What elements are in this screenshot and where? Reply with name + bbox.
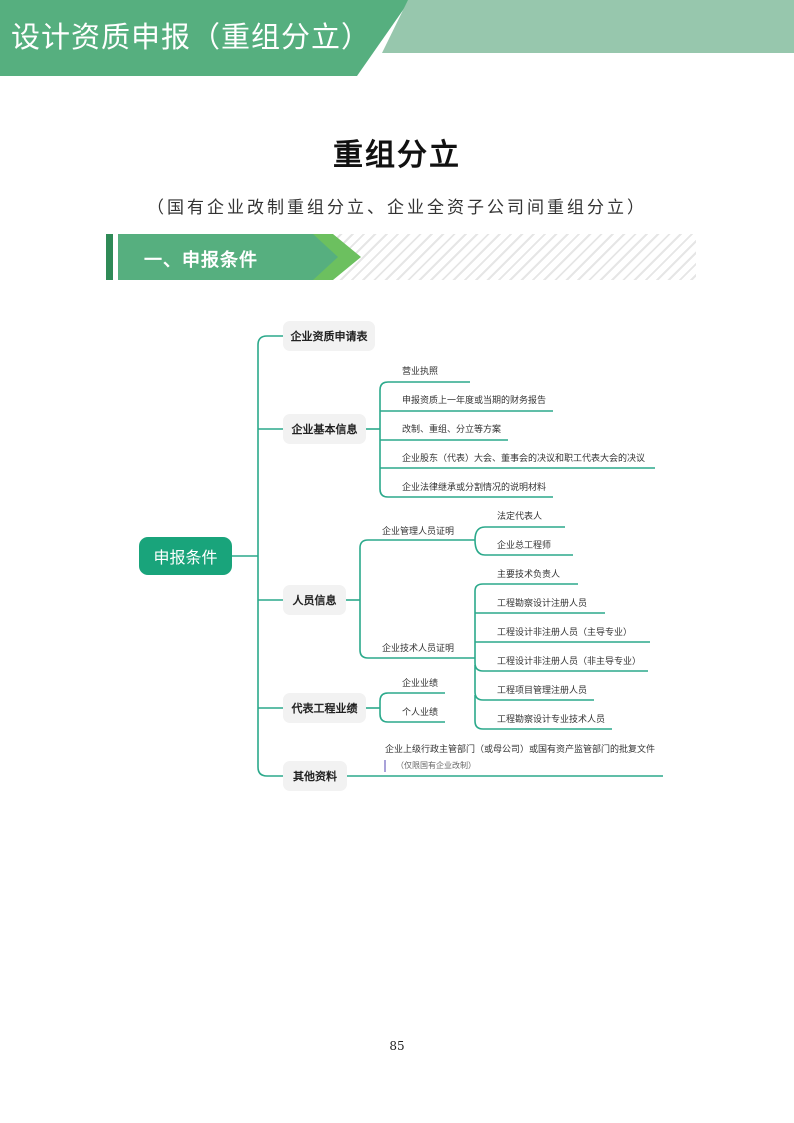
category-project-performance: 代表工程业绩 xyxy=(283,693,366,723)
leaf-item: 工程项目管理注册人员 xyxy=(497,686,588,696)
category-basic-info: 企业基本信息 xyxy=(283,414,366,444)
leaf-item: 改制、重组、分立等方案 xyxy=(402,425,502,435)
leaf-item: 企业上级行政主管部门（或母公司）或国有资产监管部门的批复文件 xyxy=(385,745,656,755)
category-other: 其他资料 xyxy=(283,761,347,791)
header-banner-accent xyxy=(382,0,794,53)
section-stripe xyxy=(106,234,113,280)
note-marker xyxy=(384,760,386,772)
leaf-item: 工程勘察设计专业技术人员 xyxy=(497,715,606,725)
category-personnel: 人员信息 xyxy=(283,585,346,615)
section-label: 一、申报条件 xyxy=(144,250,258,271)
leaf-item: 企业股东（代表）大会、董事会的决议和职工代表大会的决议 xyxy=(402,454,646,464)
page-title: 重组分立 xyxy=(333,138,461,173)
leaf-item: 法定代表人 xyxy=(497,512,543,522)
leaf-item: 企业总工程师 xyxy=(497,541,552,551)
leaf-item: 工程设计非注册人员（非主导专业） xyxy=(497,657,642,667)
leaf-note: （仅限国有企业改制） xyxy=(396,761,476,770)
category-qualification-form: 企业资质申请表 xyxy=(283,321,375,351)
mindmap-root: 申报条件 xyxy=(139,537,232,575)
section-label-box xyxy=(118,234,338,280)
leaf-item: 主要技术负责人 xyxy=(497,570,561,580)
group-management: 企业管理人员证明 xyxy=(382,527,455,537)
leaf-item: 工程设计非注册人员（主导专业） xyxy=(497,628,633,638)
page-number: 85 xyxy=(389,1039,405,1053)
leaf-item: 工程勘察设计注册人员 xyxy=(497,599,588,609)
header-title: 设计资质申报（重组分立） xyxy=(11,20,372,54)
leaf-item: 个人业绩 xyxy=(402,708,439,718)
leaf-item: 企业法律继承或分割情况的说明材料 xyxy=(402,483,547,493)
section-heading: 一、申报条件 xyxy=(106,234,696,280)
leaf-item: 申报资质上一年度或当期的财务报告 xyxy=(402,396,547,406)
header-banner xyxy=(0,0,410,76)
leaf-item: 营业执照 xyxy=(402,367,439,377)
hatch-decoration xyxy=(306,234,696,280)
page-subtitle: （国有企业改制重组分立、企业全资子公司间重组分立） xyxy=(147,198,647,218)
leaf-item: 企业业绩 xyxy=(402,679,439,689)
group-technical: 企业技术人员证明 xyxy=(382,644,455,654)
